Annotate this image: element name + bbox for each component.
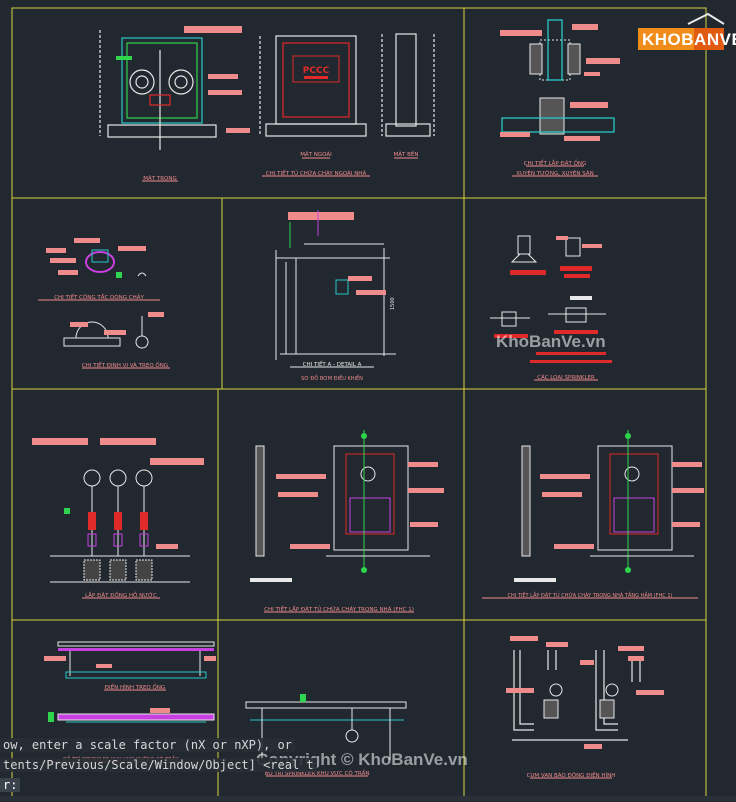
panel-fhc1-indoor: CHI TIẾT LẮP ĐẶT TỦ CHỮA CHÁY TRONG NHÀ …: [250, 430, 444, 613]
panel-sprinkler-types: CÁC LOẠI SPRINKLER: [490, 235, 612, 381]
caption-hanger: ĐIỂN HÌNH TREO ỐNG: [105, 683, 165, 691]
cabinet-outer-view: [259, 35, 367, 137]
status-strip: [0, 796, 736, 802]
panel-pump-header: LẮP ĐẶT ĐỒNG HỒ NƯỚC: [32, 438, 204, 599]
khobanve-logo: KHOBANVE: [638, 10, 736, 56]
cabinet-inner-view: [99, 30, 217, 150]
pccc-label: PCCC: [303, 66, 330, 76]
panel-flow-switch: CHI TIẾT CÔNG TẮC DÒNG CHẢY CHI TIẾT ĐỊN…: [38, 238, 170, 369]
panel-outdoor-fire-cabinet: PCCC MẶT TRONG MẶT NGOÀI MẶT BÊN CHI TIẾ…: [99, 26, 435, 182]
caption-fhc1-basement: CHI TIẾT LẮP ĐẶT TỦ CHỮA CHÁY TRONG NHÀ …: [508, 591, 673, 599]
caption-pipe-wall-2: XUYÊN TƯỜNG, XUYÊN SÀN: [516, 169, 593, 177]
caption-pump-header: LẮP ĐẶT ĐỒNG HỒ NƯỚC: [85, 590, 157, 599]
caption-sprinkler-ceiling: BỐ TRÍ SPRINKLER KHU VỰC CÓ TRẦN: [264, 769, 369, 777]
cabinet-side-view: [381, 33, 435, 137]
house-roof-icon: [638, 12, 725, 50]
view-label-inner: MẶT TRONG: [143, 175, 177, 182]
caption-pipe-hanger-detail: CHI TIẾT ĐỊNH VỊ VÀ TREO ỐNG: [82, 361, 168, 369]
command-line-history-1: ow, enter a scale factor (nX or nXP), or: [0, 738, 295, 752]
panel-fhc1-basement: CHI TIẾT LẮP ĐẶT TỦ CHỮA CHÁY TRONG NHÀ …: [482, 430, 704, 599]
watermark-center: KhoBanVe.vn: [496, 332, 606, 351]
view-label-outer: MẶT NGOÀI: [300, 151, 332, 158]
caption-fhc1: CHI TIẾT LẮP ĐẶT TỦ CHỮA CHÁY TRONG NHÀ …: [264, 605, 414, 613]
command-line-prompt[interactable]: r:: [0, 778, 21, 792]
caption-flow-switch: CHI TIẾT CÔNG TẮC DÒNG CHẢY: [54, 293, 144, 301]
panel-alarm-valve-group: CỤM VAN BÁO ĐỘNG ĐIỂN HÌNH: [506, 636, 664, 779]
caption-pipe-wall-1: CHI TIẾT LẮP ĐẶT ỐNG: [524, 159, 587, 167]
caption-pump-diagram: SƠ ĐỒ BƠM ĐIỀU KHIỂN: [301, 373, 363, 382]
svg-text:1500: 1500: [390, 297, 396, 310]
panel-detail-a: 1500 CHI TIẾT A - DETAIL A SƠ ĐỒ BƠM ĐIỀ…: [275, 210, 396, 382]
caption-sprinkler-types: CÁC LOẠI SPRINKLER: [537, 374, 595, 381]
panel-pipe-through-wall: CHI TIẾT LẮP ĐẶT ỐNG XUYÊN TƯỜNG, XUYÊN …: [500, 19, 620, 177]
command-line-history-2: tents/Previous/Scale/Window/Object] <rea…: [0, 758, 317, 772]
caption-detail-a: CHI TIẾT A - DETAIL A: [303, 360, 362, 368]
caption-outdoor-cabinet: CHI TIẾT TỦ CHỮA CHÁY NGOÀI NHÀ: [266, 169, 367, 177]
view-label-side: MẶT BÊN: [394, 150, 419, 158]
caption-alarm-valve-group: CỤM VAN BÁO ĐỘNG ĐIỂN HÌNH: [527, 771, 616, 779]
logo-text: KHOBANVE: [642, 30, 736, 49]
